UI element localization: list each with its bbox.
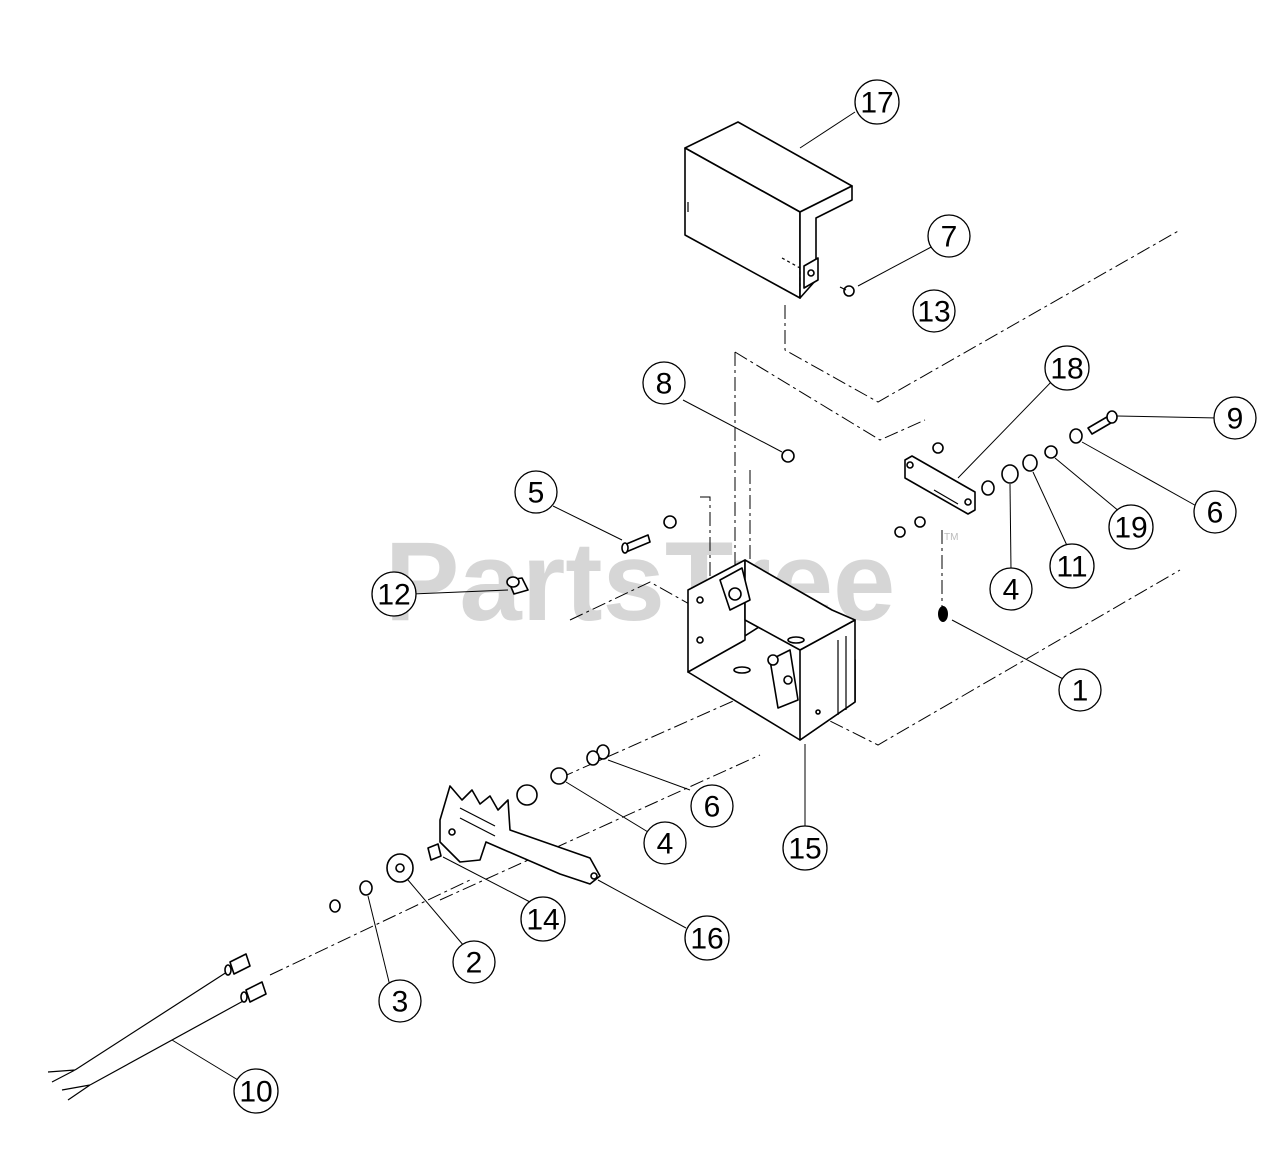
callout-number: 2	[466, 947, 483, 980]
part-7-screw	[839, 285, 855, 297]
callout-number: 9	[1227, 403, 1244, 436]
callout[interactable]: 19	[1108, 504, 1154, 550]
callout[interactable]: 5	[514, 470, 558, 514]
part-10-cables	[47, 953, 267, 1101]
callout-number: 3	[392, 986, 409, 1019]
callout[interactable]: 6	[1193, 490, 1237, 534]
callout[interactable]: 10	[233, 1068, 279, 1114]
callout-number: 4	[657, 828, 674, 861]
part-3-washer-nut	[329, 880, 373, 913]
callout[interactable]: 4	[643, 821, 687, 865]
callout-number: 6	[1207, 497, 1224, 530]
callout[interactable]: 3	[378, 979, 422, 1023]
callout[interactable]: 7	[927, 214, 971, 258]
callout[interactable]: 4	[989, 567, 1033, 611]
callout-number: 15	[788, 833, 821, 866]
callout[interactable]: 15	[782, 825, 828, 871]
part-15-main-bracket	[687, 559, 856, 741]
watermark-trademark: TM	[944, 532, 958, 543]
upper-hardware-row	[981, 410, 1118, 496]
callout-number: 1	[1072, 675, 1089, 708]
callout[interactable]: 16	[684, 915, 730, 961]
callout-number: 7	[941, 221, 958, 254]
callout[interactable]: 9	[1213, 396, 1257, 440]
callout[interactable]: 2	[452, 940, 496, 984]
callout-number: 10	[239, 1076, 272, 1109]
part-12-stud	[506, 576, 529, 595]
leader-lines	[171, 111, 1219, 1081]
callout-number: 12	[377, 579, 410, 612]
callout-number: 17	[860, 87, 893, 120]
part-14-bushing	[427, 843, 442, 861]
part-8-nut	[781, 449, 795, 463]
callout[interactable]: 13	[912, 289, 956, 333]
callout-number: 11	[1056, 551, 1087, 584]
part-17-cover	[684, 121, 853, 300]
callout-number: 18	[1050, 353, 1083, 386]
lower-hardware	[516, 744, 610, 806]
part-2-washer	[386, 853, 414, 883]
callout[interactable]: 1	[1058, 668, 1102, 712]
part-1-bumper	[938, 606, 948, 622]
callout-number: 13	[917, 296, 950, 329]
callout[interactable]: 11	[1049, 543, 1095, 589]
part-18-bracket-plate	[894, 442, 976, 538]
callout[interactable]: 8	[642, 361, 686, 405]
callout[interactable]: 12	[371, 571, 417, 617]
callout-number: 6	[704, 791, 721, 824]
callout[interactable]: 17	[854, 79, 900, 125]
callout-number: 5	[528, 477, 545, 510]
callout-number: 8	[656, 368, 673, 401]
callout-number: 4	[1003, 574, 1020, 607]
part-16-lever-plate	[439, 785, 601, 885]
callout-number: 19	[1114, 512, 1147, 545]
part-5-bolt	[621, 515, 677, 554]
callout[interactable]: 14	[520, 896, 566, 942]
callout-number: 14	[526, 904, 559, 937]
callout[interactable]: 18	[1044, 345, 1090, 391]
callout[interactable]: 6	[690, 784, 734, 828]
callout-number: 16	[690, 923, 723, 956]
